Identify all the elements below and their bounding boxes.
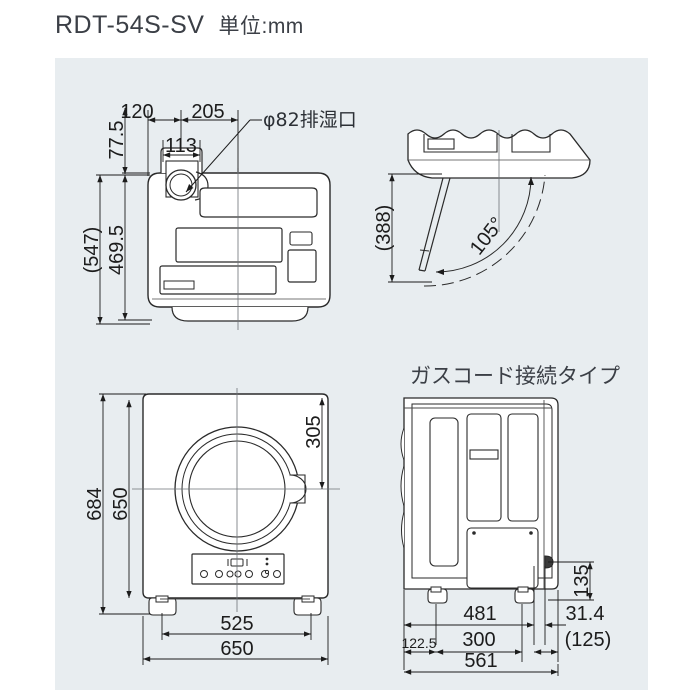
model-number: RDT-54S-SV: [55, 11, 205, 39]
unit-note: 単位:mm: [218, 15, 304, 38]
dim-77-5: 77.5: [106, 121, 128, 160]
dim-120: 120: [120, 101, 153, 123]
dim-547: (547): [81, 227, 103, 274]
dim-113: 113: [165, 135, 197, 157]
dim-122-5: 122.5: [401, 635, 436, 651]
door-swing-geometry: [407, 129, 591, 287]
dim-525: 525: [220, 613, 253, 635]
dim-650-horizontal: 650: [220, 638, 253, 660]
dim-300: 300: [462, 629, 495, 651]
dim-469-5: 469.5: [106, 225, 128, 275]
gas-cord-type-heading: ガスコード接続タイプ: [410, 364, 620, 388]
dim-105-deg: 105°: [466, 213, 509, 259]
dim-31-4: 31.4: [566, 603, 605, 625]
dim-561: 561: [464, 650, 497, 672]
dim-205: 205: [191, 101, 224, 123]
rear-view-geometry: [400, 397, 575, 604]
door-swing-dimensions: [388, 173, 442, 283]
dim-135: 135: [571, 564, 593, 597]
top-view-dimensions: [96, 108, 239, 325]
dim-684: 684: [84, 487, 106, 520]
front-view-dimensions: [99, 393, 329, 665]
top-view-geometry: [147, 119, 331, 330]
dim-125: (125): [565, 629, 612, 651]
dim-388: (388): [373, 205, 395, 252]
rear-view-dimensions: [403, 561, 594, 676]
dim-305: 305: [303, 415, 325, 448]
dim-481: 481: [463, 603, 496, 625]
rear-view-labels: ガスコード接続タイプ 135 481 31.4 122.5 300 (125) …: [401, 364, 620, 672]
dim-650-vertical: 650: [110, 487, 132, 520]
page-title: RDT-54S-SV 単位:mm: [55, 10, 304, 40]
top-view-dimension-labels: 120 205 113 77.5 469.5 (547) φ82排湿口: [81, 101, 357, 275]
front-view-geometry: [132, 388, 340, 616]
front-view-labels: 684 650 305 525 650: [84, 415, 325, 660]
exhaust-port-callout: φ82排湿口: [263, 109, 357, 131]
